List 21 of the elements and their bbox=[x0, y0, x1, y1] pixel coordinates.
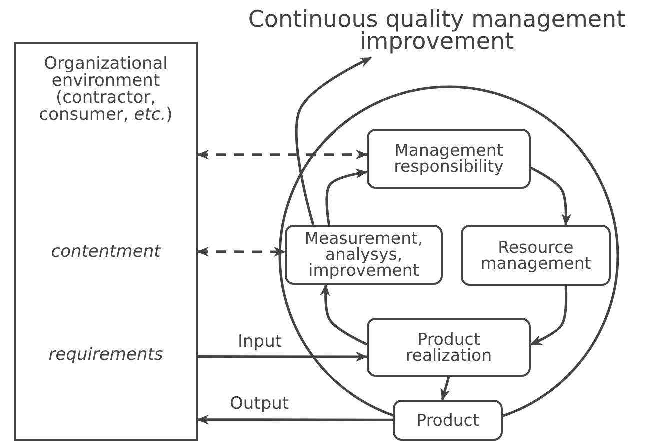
panel-text: contentment bbox=[50, 244, 162, 261]
arrow bbox=[530, 286, 568, 346]
dashed-arrow bbox=[197, 246, 286, 257]
process-box: Measurement, analysys, improvement bbox=[285, 225, 443, 285]
process-box: Resource management bbox=[461, 225, 611, 286]
process-box: Management responsibility bbox=[367, 129, 531, 189]
panel-heading: Organizational environment (contractor, consumer, etc.) bbox=[38, 56, 174, 124]
arrow bbox=[320, 284, 368, 346]
heading-label: Continuous quality management improvement bbox=[247, 9, 627, 53]
environment-panel bbox=[14, 42, 198, 441]
panel-text: requirements bbox=[48, 347, 164, 364]
arrow bbox=[198, 352, 368, 362]
edge-label: Output bbox=[228, 395, 292, 413]
arrow bbox=[530, 166, 572, 226]
arrow bbox=[197, 414, 393, 425]
process-box: Product bbox=[393, 400, 503, 441]
arrow bbox=[440, 376, 450, 401]
arrow bbox=[295, 56, 372, 226]
dashed-arrow bbox=[197, 150, 368, 160]
arrow bbox=[326, 168, 368, 226]
process-box: Product realization bbox=[367, 318, 531, 377]
